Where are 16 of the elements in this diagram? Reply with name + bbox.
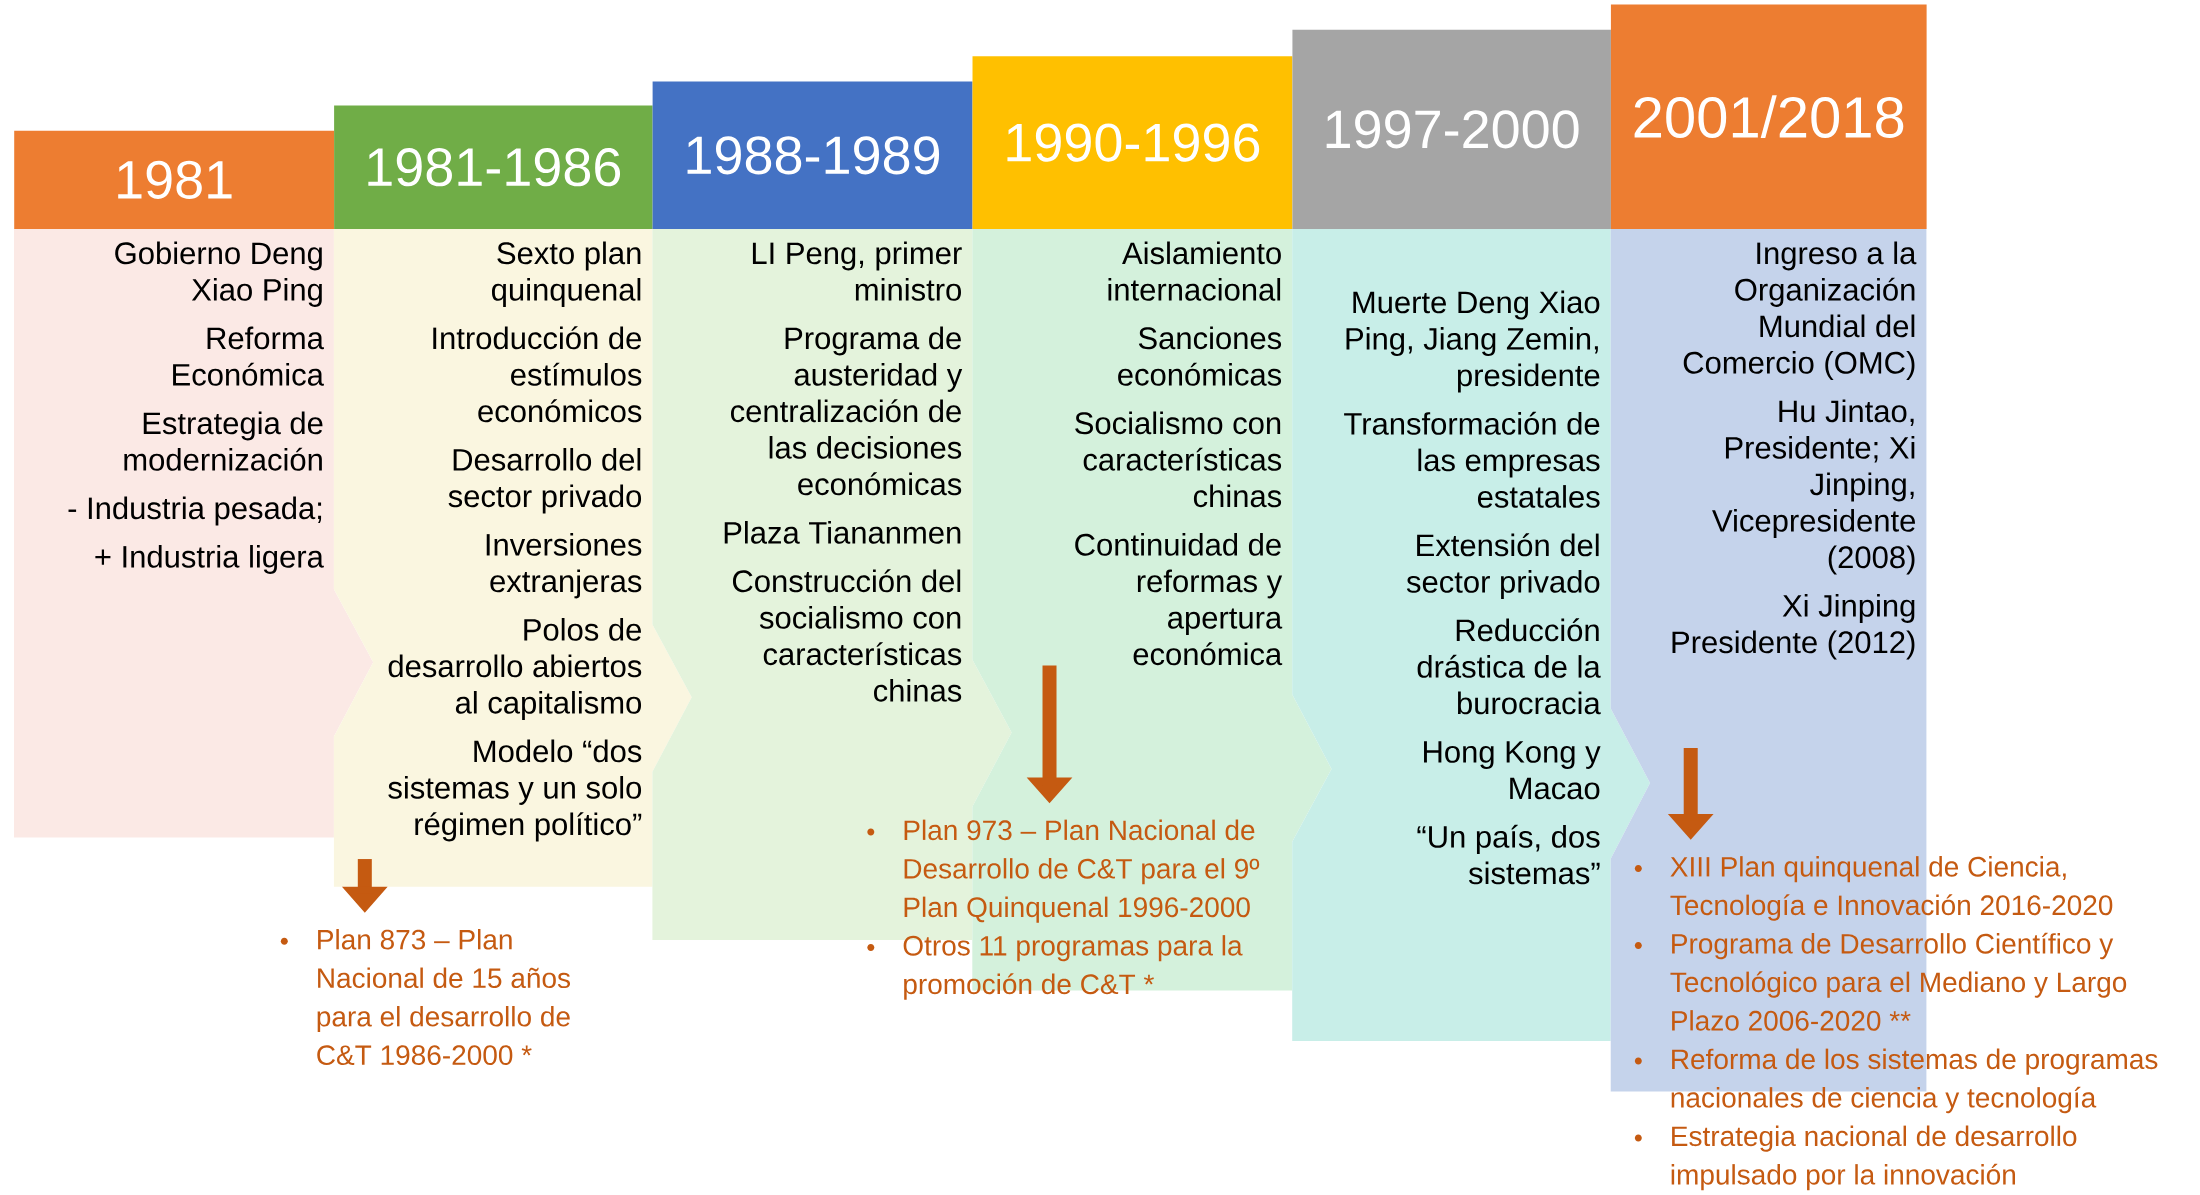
node-label: XIII Plan quinquenal de Ciencia, Tecnología e Innovación 2016-2020 <box>1670 856 2113 921</box>
node-label: Plan 973 – Plan Nacional de Desarrollo de C&T para el 9º Plan Quinquenal 1996-2000 <box>904 819 1260 923</box>
year-header: 1990-1996 <box>972 56 1293 229</box>
node-label: Reforma de los sistemas de programas nacionales de ciencia y tecnología <box>1671 1048 2158 1114</box>
year-header: 1981 <box>14 130 335 229</box>
timeline-panel: Muerte Deng Xiao Ping, Jiang Zemin, presidente Transformación de las empresas estatales Extensión del sector privado Reducción drástica de la burocracia Hong Kong y Macao “Un país, dos sistemas” <box>1292 228 1650 1042</box>
timeline-panel: Sexto plan quinquenal Introducción de estímulos económicos Desarrollo del sector privado Inversiones extranjeras Polos de desarrollo abiertos al capitalismo Modelo “dos sistemas y un solo régimen político” <box>333 228 692 887</box>
bullet-list: Plan 973 – Plan Nacional de Desarrollo de C&T para el 9º Plan Quinquenal 1996-2000 Otros 11 programas para la promoción de C&T * <box>867 819 1260 1000</box>
node-label: Otros 11 programas para la promoción de C&T * <box>903 935 1243 1000</box>
year-header: 1997-2000 <box>1292 29 1611 229</box>
year-header: 1988-1989 <box>652 81 973 229</box>
node-label: Estrategia nacional de desarrollo impulsado por la innovación <box>1671 1125 2077 1191</box>
bullet-list: Plan 873 – Plan Nacional de 15 años para el desarrollo de C&T 1986-2000 * <box>280 929 570 1066</box>
year-header: 2001/2018 <box>1610 4 1927 229</box>
node-label: Programa de Desarrollo Científico y Tecnológico para el Mediano y Largo Plazo 2006-2020 ** <box>1670 932 2127 1031</box>
year-header: 1981-1986 <box>334 105 653 229</box>
